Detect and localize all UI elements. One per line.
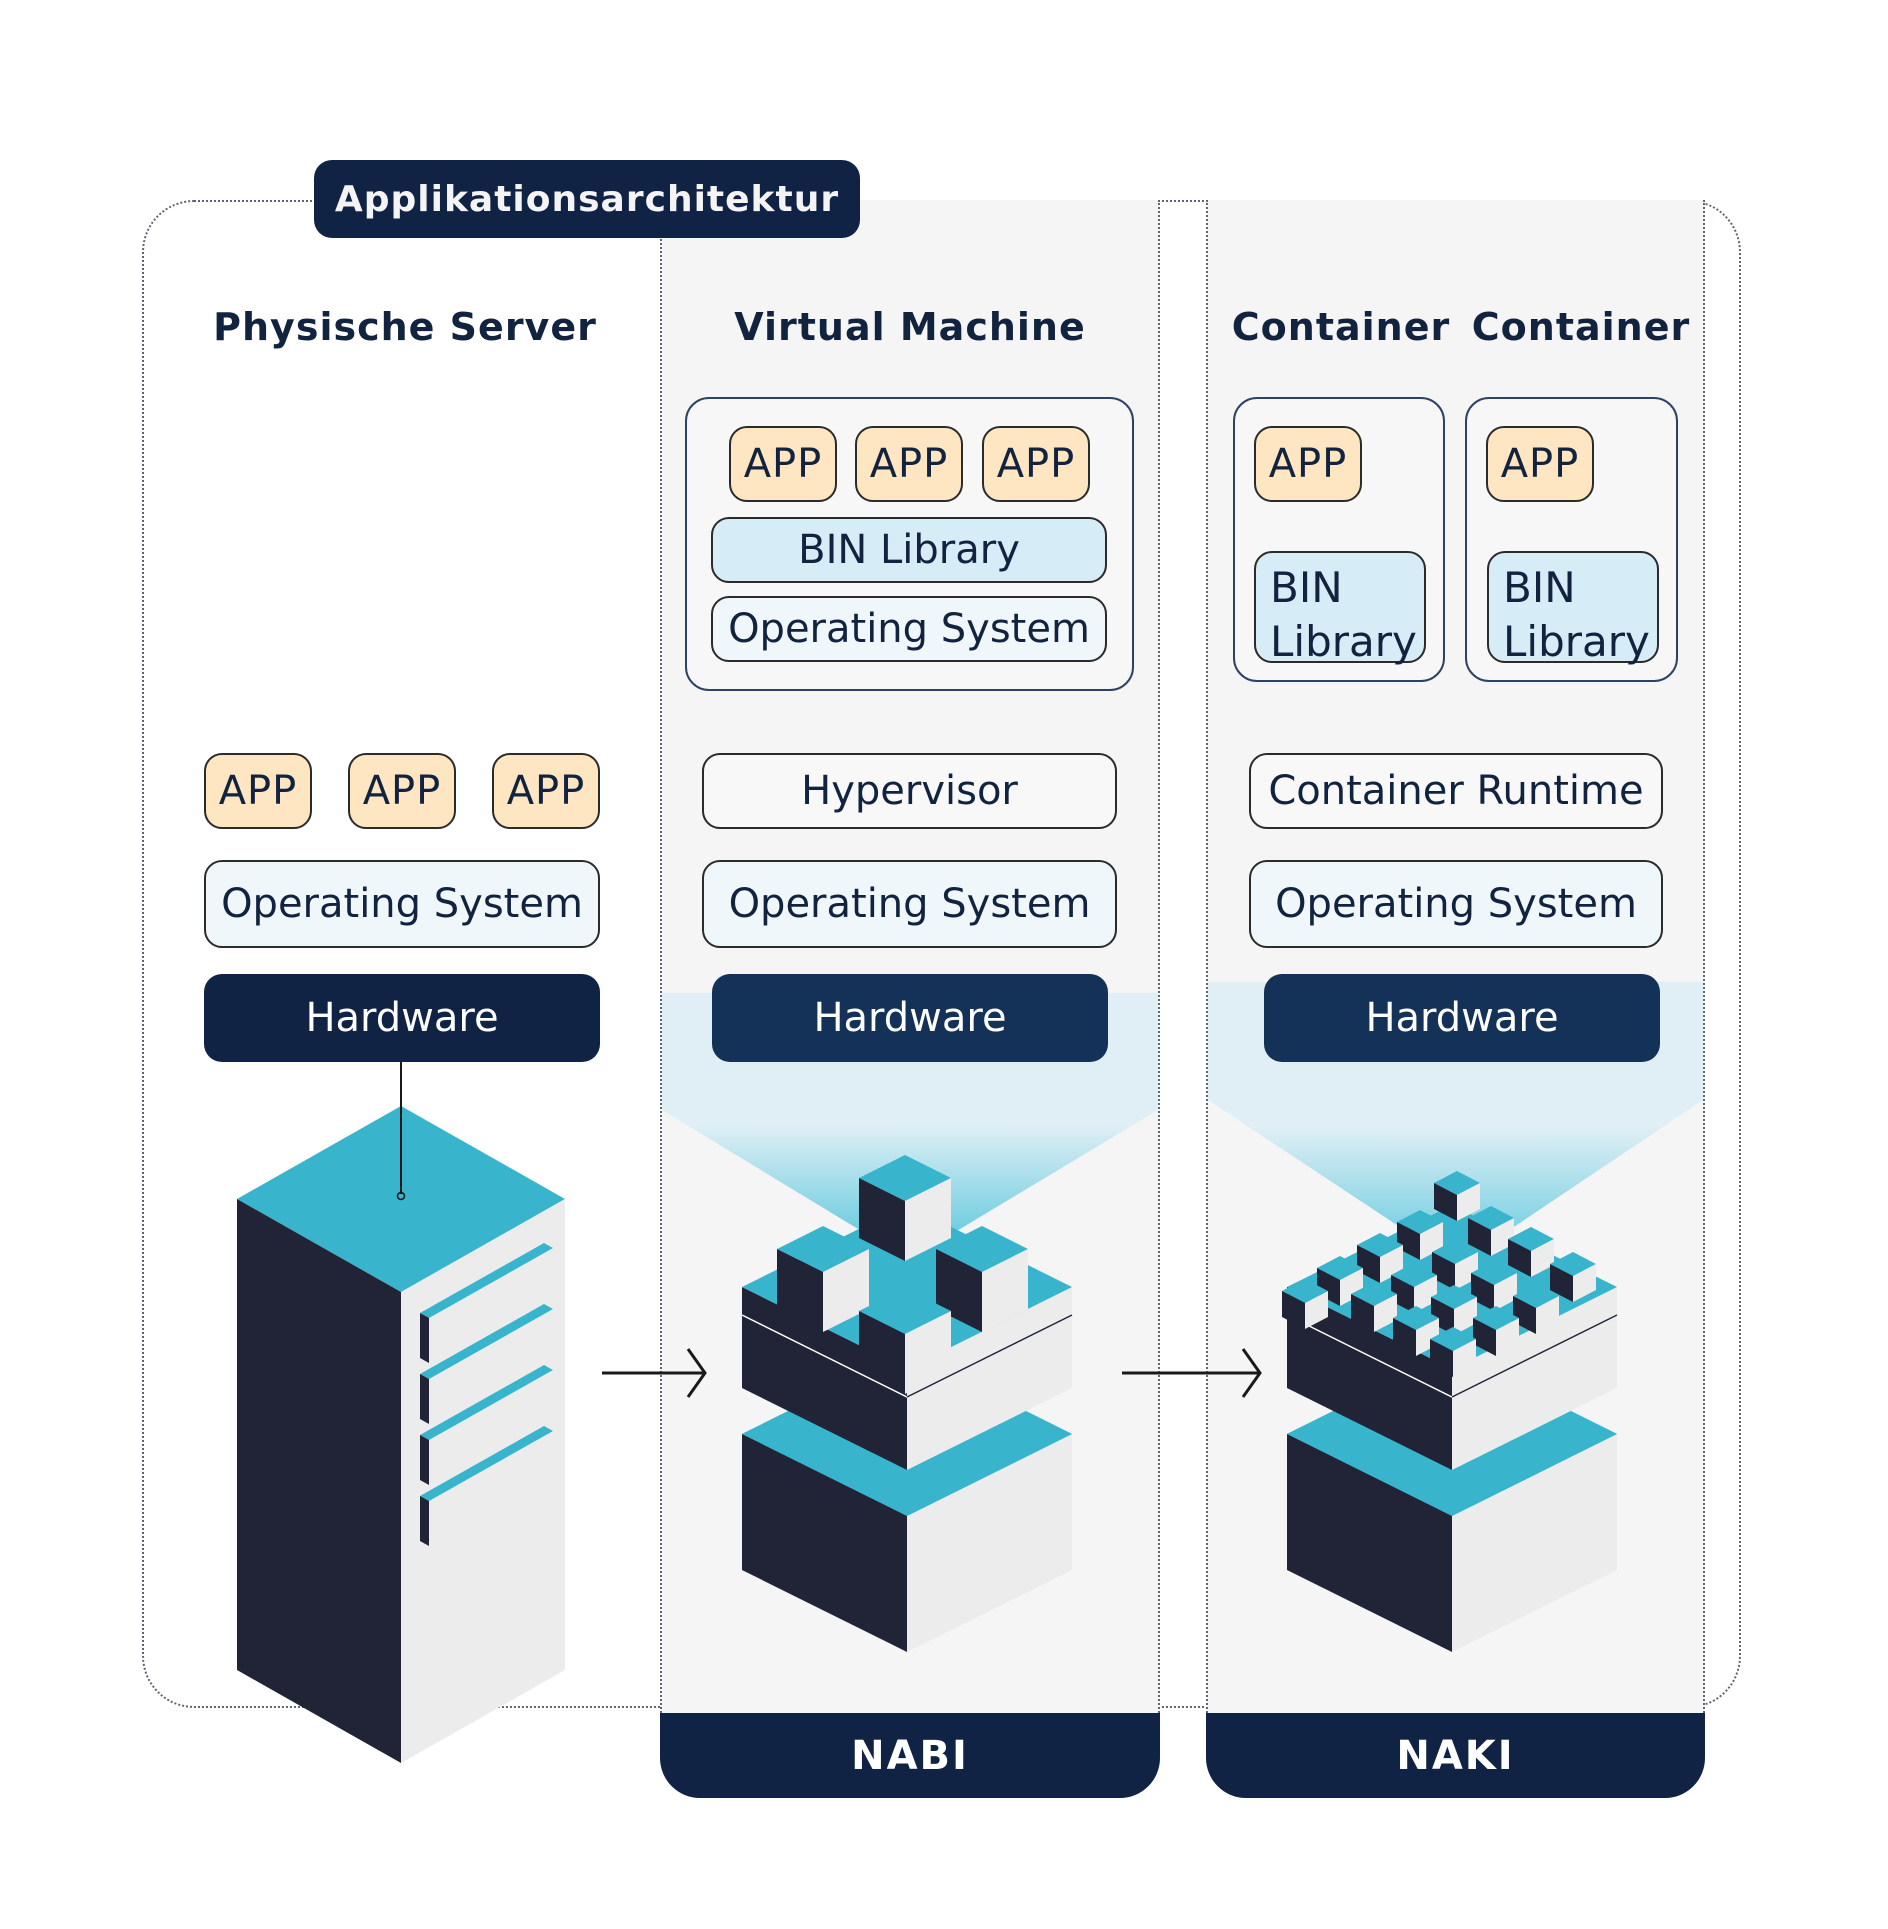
vm-cube-right-right [982, 1249, 1028, 1332]
connector-dot [396, 1191, 406, 1201]
server-drawer-3-edge [420, 1435, 429, 1485]
vm-cube-left-right [823, 1249, 869, 1332]
container-2-bin-line2: Library [1503, 617, 1650, 666]
container-cube-13-right [1536, 1296, 1559, 1334]
physical-os-layer: Operating System [204, 860, 600, 948]
arrow-vm-to-container-head [1241, 1348, 1262, 1398]
container-cube-10-right [1305, 1291, 1328, 1329]
heading-virtual-machine: Virtual Machine [734, 305, 1086, 349]
arrow-physical-to-vm-head [686, 1348, 707, 1398]
vm-stack-slab-left [742, 1287, 907, 1470]
vm-app-2: APP [855, 426, 963, 502]
container-cube-10-left [1282, 1291, 1305, 1329]
container-cube-16-left [1430, 1339, 1453, 1377]
container-cube-11-right [1374, 1294, 1397, 1332]
container-cube-14-left [1393, 1318, 1416, 1356]
container-cube-11-left [1351, 1294, 1374, 1332]
server-drawer-2-handle [420, 1304, 553, 1379]
vm-host-os-layer: Operating System [702, 860, 1117, 948]
container-stack-base-left [1287, 1434, 1452, 1652]
server-drawer-1-handle [420, 1243, 553, 1318]
vm-hypervisor-layer: Hypervisor [702, 753, 1117, 829]
container-cube-9-left [1550, 1264, 1573, 1302]
container-1-app: APP [1254, 426, 1362, 502]
container-hardware-layer: Hardware [1264, 974, 1660, 1062]
vm-guest-os: Operating System [711, 596, 1107, 662]
vm-cube-top-left [859, 1178, 905, 1261]
container-cube-12-right [1454, 1297, 1477, 1335]
container-cube-15-right [1496, 1318, 1519, 1356]
container-cube-5-right [1531, 1239, 1554, 1277]
server-drawer-2-edge [420, 1374, 429, 1424]
container-runtime-layer: Container Runtime [1249, 753, 1663, 829]
vm-stack-base-right [907, 1434, 1072, 1652]
heading-physical-server: Physische Server [213, 305, 597, 349]
container-cube-5-left [1508, 1239, 1531, 1277]
physical-app-2: APP [348, 753, 456, 829]
nabi-banner: NABI [660, 1713, 1160, 1798]
container-cube-2-left [1468, 1218, 1491, 1256]
vm-app-3: APP [982, 426, 1090, 502]
vm-bin-library: BIN Library [711, 517, 1107, 583]
vm-app-1: APP [729, 426, 837, 502]
naki-banner: NAKI [1206, 1713, 1705, 1798]
container-cube-16-right [1453, 1339, 1476, 1377]
container-2-bin-library: BIN Library [1487, 551, 1659, 666]
heading-container-2: Container [1471, 305, 1691, 349]
physical-hardware-layer: Hardware [204, 974, 600, 1062]
server-drawer-1-edge [420, 1313, 429, 1363]
vm-cube-top-right [905, 1178, 951, 1261]
vm-cube-front-right [905, 1311, 951, 1394]
container-cube-4-left [1432, 1252, 1455, 1290]
container-2-app: APP [1486, 426, 1594, 502]
container-cube-top-right [1457, 1183, 1480, 1221]
vm-hardware-layer: Hardware [712, 974, 1108, 1062]
container-stack-slab-left [1287, 1287, 1452, 1470]
container-2-bin-line1: BIN [1503, 563, 1576, 612]
physical-app-3: APP [492, 753, 600, 829]
diagram-title: Applikationsarchitektur [314, 160, 860, 238]
container-stack-slab-right [1452, 1287, 1617, 1470]
container-1-bin-line1: BIN [1270, 563, 1343, 612]
server-drawer-3-handle [420, 1365, 553, 1440]
container-cube-9-right [1573, 1264, 1596, 1302]
container-stack-base-right [1452, 1434, 1617, 1652]
server-tower-right [401, 1199, 565, 1763]
container-1-bin-library: BIN Library [1254, 551, 1426, 666]
vm-cube-left-left [777, 1249, 823, 1332]
vm-stack-slab-divider-dark [906, 1314, 1073, 1398]
container-stack-slab-divider-dark [1451, 1314, 1618, 1398]
vm-cube-front-left [859, 1311, 905, 1394]
container-cube-15-left [1473, 1318, 1496, 1356]
container-cube-8-right [1494, 1273, 1517, 1311]
server-drawer-4-handle [420, 1426, 553, 1501]
container-host-os-layer: Operating System [1249, 860, 1663, 948]
heading-container-1: Container [1231, 305, 1451, 349]
container-cube-top-left [1434, 1183, 1457, 1221]
vm-stack-slab-right [907, 1287, 1072, 1470]
server-drawer-4-edge [420, 1496, 429, 1546]
container-1-bin-line2: Library [1270, 617, 1417, 666]
server-tower-left [237, 1199, 401, 1763]
vm-stack-base-left [742, 1434, 907, 1652]
physical-app-1: APP [204, 753, 312, 829]
